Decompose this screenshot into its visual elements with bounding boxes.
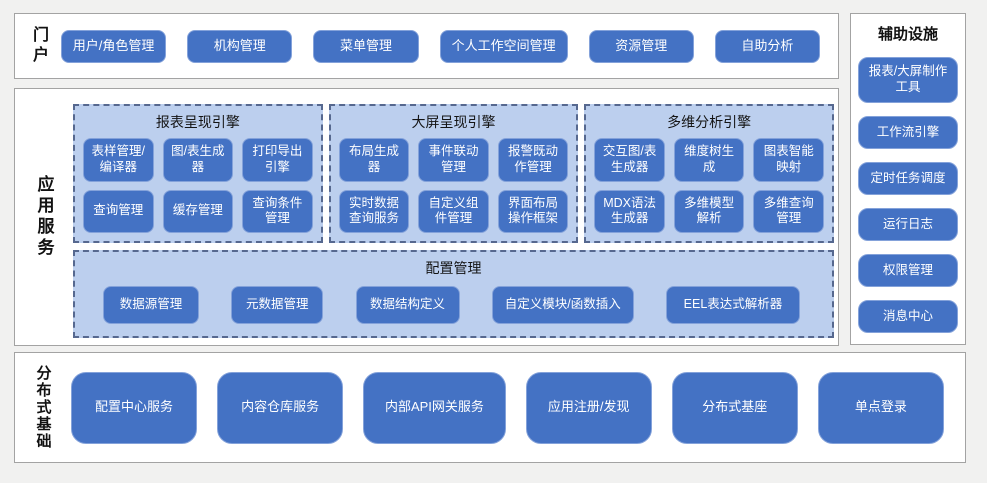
engine-panels-row: 报表呈现引擎 表样管理/编译器 图/表生成器 打印导出引擎 查询管理 缓存管理 … bbox=[73, 104, 835, 243]
app-services-label-column: 应用服务 bbox=[15, 89, 73, 345]
node-metadata-mgmt: 元数据管理 bbox=[231, 286, 324, 324]
node-query-mgmt: 查询管理 bbox=[83, 189, 154, 233]
olap-engine-grid: 交互图/表生成器 维度树生成 图表智能映射 MDX语法生成器 多维模型解析 多维… bbox=[594, 138, 824, 233]
panel-olap-engine: 多维分析引擎 交互图/表生成器 维度树生成 图表智能映射 MDX语法生成器 多维… bbox=[584, 104, 835, 243]
node-config-center-service: 配置中心服务 bbox=[71, 371, 198, 444]
node-resource-mgmt: 资源管理 bbox=[588, 29, 694, 63]
node-chart-smart-mapping: 图表智能映射 bbox=[753, 138, 824, 182]
node-workflow-engine: 工作流引擎 bbox=[858, 116, 958, 149]
node-alarm-action-mgmt: 报警既动作管理 bbox=[497, 138, 569, 182]
node-dimension-tree-generation: 维度树生成 bbox=[673, 138, 745, 182]
distributed-label-column: 分布式基础 bbox=[15, 365, 71, 450]
node-multidim-model-parsing: 多维模型解析 bbox=[673, 189, 745, 233]
app-services-section: 应用服务 报表呈现引擎 表样管理/编译器 图/表生成器 打印导出引擎 查询管理 … bbox=[14, 88, 839, 346]
config-mgmt-row: 数据源管理 元数据管理 数据结构定义 自定义模块/函数插入 EEL表达式解析器 bbox=[83, 284, 824, 328]
auxiliary-facilities-title: 辅助设施 bbox=[877, 26, 938, 43]
distributed-foundation-label: 分布式基础 bbox=[34, 365, 52, 450]
app-services-section-label: 应用服务 bbox=[34, 175, 54, 259]
node-custom-component-mgmt: 自定义组件管理 bbox=[418, 189, 489, 233]
node-chart-table-generator: 图/表生成器 bbox=[162, 138, 234, 182]
node-app-registration-discovery: 应用注册/发现 bbox=[525, 371, 652, 444]
node-personal-workspace-mgmt: 个人工作空间管理 bbox=[439, 29, 568, 63]
node-self-service-analysis: 自助分析 bbox=[714, 29, 821, 63]
node-mdx-syntax-generator: MDX语法生成器 bbox=[594, 189, 665, 233]
node-layout-generator: 布局生成器 bbox=[338, 138, 410, 182]
node-message-center: 消息中心 bbox=[858, 300, 958, 333]
panel-dashboard-engine: 大屏呈现引擎 布局生成器 事件联动管理 报警既动作管理 实时数据查询服务 自定义… bbox=[328, 104, 579, 243]
dashboard-engine-grid: 布局生成器 事件联动管理 报警既动作管理 实时数据查询服务 自定义组件管理 界面… bbox=[338, 138, 569, 233]
node-cache-mgmt: 缓存管理 bbox=[162, 189, 234, 233]
node-multidim-query-mgmt: 多维查询管理 bbox=[753, 189, 824, 233]
node-scheduled-task-dispatch: 定时任务调度 bbox=[858, 162, 958, 195]
node-run-logs: 运行日志 bbox=[858, 208, 958, 241]
node-internal-api-gateway-service: 内部API网关服务 bbox=[363, 371, 506, 444]
panel-config-mgmt: 配置管理 数据源管理 元数据管理 数据结构定义 自定义模块/函数插入 EEL表达… bbox=[73, 250, 834, 338]
node-event-linkage-mgmt: 事件联动管理 bbox=[418, 138, 489, 182]
node-org-mgmt: 机构管理 bbox=[187, 29, 293, 63]
portal-section: 门户 用户/角色管理 机构管理 菜单管理 个人工作空间管理 资源管理 自助分析 bbox=[14, 13, 839, 79]
node-distributed-base: 分布式基座 bbox=[671, 371, 798, 444]
node-report-dashboard-maker-tool: 报表/大屏制作工具 bbox=[858, 57, 958, 103]
auxiliary-facilities-section: 辅助设施 报表/大屏制作工具 工作流引擎 定时任务调度 运行日志 权限管理 消息… bbox=[850, 13, 966, 345]
node-user-role-mgmt: 用户/角色管理 bbox=[61, 29, 167, 63]
node-single-sign-on: 单点登录 bbox=[817, 371, 944, 444]
dashboard-engine-title: 大屏呈现引擎 bbox=[411, 114, 496, 130]
node-custom-module-function-insert: 自定义模块/函数插入 bbox=[491, 286, 634, 324]
node-content-repository-service: 内容仓库服务 bbox=[217, 371, 344, 444]
distributed-button-row: 配置中心服务 内容仓库服务 内部API网关服务 应用注册/发现 分布式基座 单点… bbox=[71, 371, 965, 444]
app-services-content: 报表呈现引擎 表样管理/编译器 图/表生成器 打印导出引擎 查询管理 缓存管理 … bbox=[73, 89, 838, 345]
node-eel-expression-parser: EEL表达式解析器 bbox=[666, 286, 800, 324]
node-query-condition-mgmt: 查询条件管理 bbox=[242, 189, 313, 233]
portal-button-row: 用户/角色管理 机构管理 菜单管理 个人工作空间管理 资源管理 自助分析 bbox=[61, 29, 838, 63]
node-print-export-engine: 打印导出引擎 bbox=[242, 138, 313, 182]
node-ui-layout-framework: 界面布局操作框架 bbox=[497, 189, 569, 233]
distributed-foundation-section: 分布式基础 配置中心服务 内容仓库服务 内部API网关服务 应用注册/发现 分布… bbox=[14, 352, 966, 463]
node-menu-mgmt: 菜单管理 bbox=[313, 29, 419, 63]
node-interactive-chart-generator: 交互图/表生成器 bbox=[594, 138, 665, 182]
config-mgmt-title: 配置管理 bbox=[425, 260, 482, 276]
node-data-structure-definition: 数据结构定义 bbox=[355, 286, 460, 324]
node-permission-mgmt: 权限管理 bbox=[858, 254, 958, 287]
node-realtime-data-query-service: 实时数据查询服务 bbox=[338, 189, 410, 233]
olap-engine-title: 多维分析引擎 bbox=[667, 114, 752, 130]
report-engine-title: 报表呈现引擎 bbox=[155, 114, 240, 130]
portal-section-label: 门户 bbox=[30, 26, 47, 66]
panel-report-engine: 报表呈现引擎 表样管理/编译器 图/表生成器 打印导出引擎 查询管理 缓存管理 … bbox=[73, 104, 323, 243]
node-datasource-mgmt: 数据源管理 bbox=[103, 286, 199, 324]
report-engine-grid: 表样管理/编译器 图/表生成器 打印导出引擎 查询管理 缓存管理 查询条件管理 bbox=[83, 138, 313, 233]
node-style-mgmt-compiler: 表样管理/编译器 bbox=[83, 138, 154, 182]
